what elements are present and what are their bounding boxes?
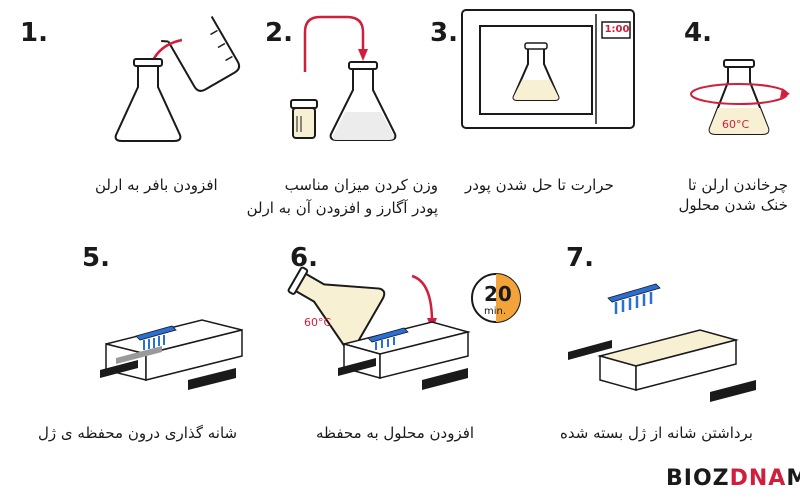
logo-text-part2: DNA bbox=[729, 466, 787, 491]
timer-badge-unit: min. bbox=[484, 306, 507, 317]
logo-text-part3: M bbox=[786, 466, 800, 491]
step-1-number: 1. bbox=[20, 18, 48, 48]
logo-text-part1: BIOZ bbox=[666, 466, 730, 491]
step-2-caption-line2: پودر آگارز و افزودن آن به ارلن bbox=[246, 199, 438, 217]
step-5-caption: شانه گذاری درون محفظه ی ژل bbox=[38, 424, 238, 442]
step-4-caption-line1: چرخاندن ارلن تا bbox=[687, 176, 788, 194]
pour-gel-illustration bbox=[287, 266, 521, 390]
step-7-caption: برداشتن شانه از ژل بسته شده bbox=[560, 424, 753, 442]
step-5-number: 5. bbox=[82, 243, 110, 273]
step-3-number: 3. bbox=[430, 18, 458, 48]
temperature-label-step6: 60°C bbox=[304, 316, 332, 329]
step-4-number: 4. bbox=[684, 18, 712, 48]
remove-comb-illustration bbox=[568, 283, 756, 402]
microwave-illustration bbox=[461, 9, 635, 129]
flask-pour-illustration bbox=[114, 16, 241, 142]
step-2-number: 2. bbox=[265, 18, 293, 48]
step-6-caption: افزودن محلول به محفظه bbox=[316, 424, 475, 442]
microwave-timer-display: 1:00 bbox=[604, 24, 630, 35]
swirl-flask-illustration bbox=[690, 59, 790, 135]
timer-badge-value: 20 bbox=[484, 282, 512, 306]
step-2-caption-line1: وزن کردن میزان مناسب bbox=[284, 176, 438, 194]
step-1-caption: افزودن بافر به ارلن bbox=[95, 176, 218, 194]
gel-tray-with-comb-illustration bbox=[100, 319, 243, 390]
step-3-caption: حرارت تا حل شدن پودر bbox=[465, 176, 614, 194]
step-4-caption-line2: خنک شدن محلول bbox=[678, 196, 788, 214]
biozoom-logo: BIOZDNAM bbox=[666, 466, 800, 491]
powder-to-flask-illustration bbox=[290, 15, 397, 141]
step-7-number: 7. bbox=[566, 243, 594, 273]
temperature-label-step4: 60°C bbox=[722, 118, 750, 131]
